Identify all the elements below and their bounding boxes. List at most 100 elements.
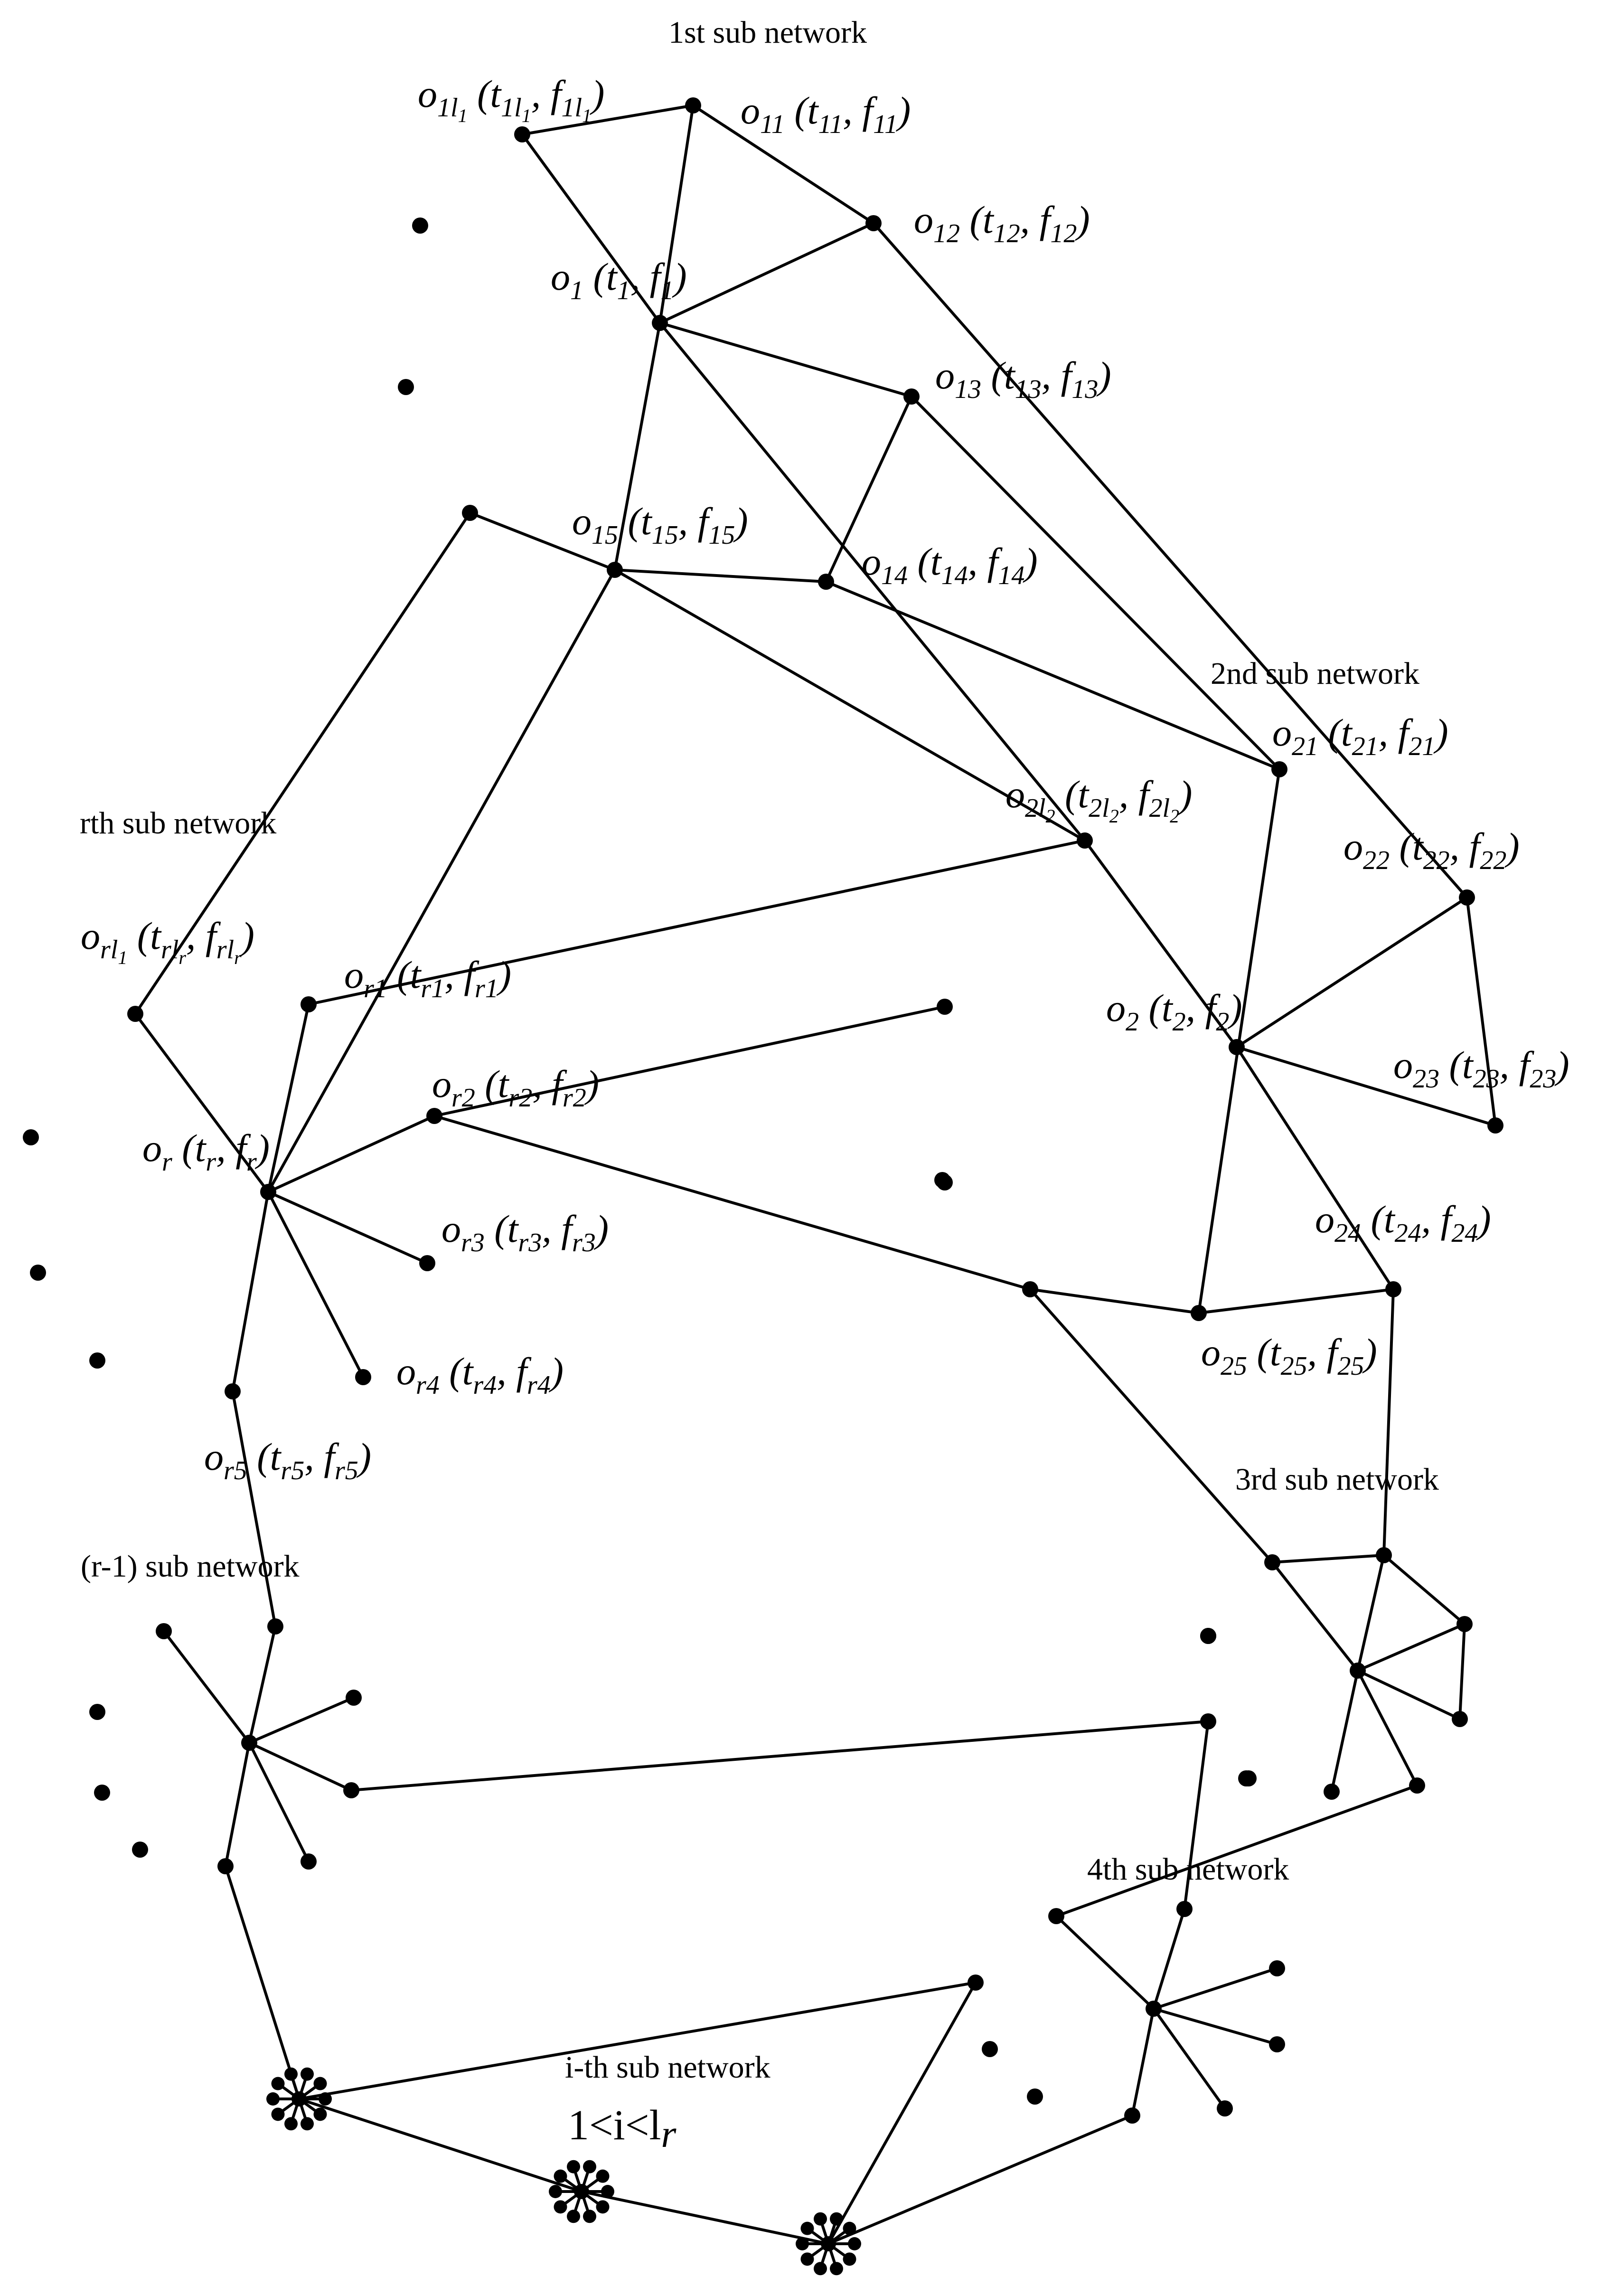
label-subsubscript: r xyxy=(179,947,186,968)
edge-o24-o25 xyxy=(1197,1288,1395,1314)
node-n11 xyxy=(1200,1713,1216,1729)
label-subscript: r2 xyxy=(508,1083,532,1113)
label-comma: , xyxy=(968,540,987,583)
node-or3 xyxy=(419,1255,435,1271)
label-symbol: t xyxy=(930,540,942,583)
label-subsubscript: 2 xyxy=(1170,805,1179,827)
node-l1 xyxy=(267,1618,283,1635)
label-subscript: 23 xyxy=(1473,1064,1500,1094)
label-paren: ( xyxy=(172,1126,197,1170)
label-subscript: rl xyxy=(216,935,234,964)
node-or1 xyxy=(301,996,317,1012)
edges xyxy=(134,104,1497,2245)
label-subscript: 12 xyxy=(1050,219,1077,248)
label-subscript: 1l xyxy=(562,93,583,123)
node-labels: o1l1 (t1l1, f1l1)o11 (t11, f11)o12 (t12,… xyxy=(81,72,1569,1485)
edge-o2-o24 xyxy=(1235,1046,1395,1291)
node-n7 xyxy=(1452,1711,1468,1727)
cluster-node xyxy=(549,2185,562,2198)
edge-cl2-cl3 xyxy=(580,2190,830,2245)
label-comma: , xyxy=(444,953,464,996)
label-subscript: 22 xyxy=(1363,846,1390,875)
label-paren: ( xyxy=(127,914,152,957)
label-subscript: r3 xyxy=(461,1228,485,1257)
cluster-node xyxy=(800,2252,814,2266)
node-iso2 xyxy=(398,379,414,395)
edge-o22-o2 xyxy=(1235,896,1468,1049)
node-o1 xyxy=(652,315,668,331)
edge-n1170-n3 xyxy=(1029,1288,1274,1564)
label-paren: ( xyxy=(440,1350,465,1393)
title-4th-sub-network: 4th sub network xyxy=(1087,1852,1289,1887)
label-comma: , xyxy=(678,500,698,543)
title-3rd-sub-network: 3rd sub network xyxy=(1235,1462,1439,1497)
edge-or-or2 xyxy=(267,1115,436,1193)
label-subsubscript: 1 xyxy=(458,105,468,126)
edge-or-or4 xyxy=(267,1191,365,1379)
cluster-node xyxy=(567,2210,581,2223)
label-subscript: 2l xyxy=(1149,794,1170,823)
label-subscript: 13 xyxy=(1015,375,1042,404)
label-subscript: r1 xyxy=(421,974,444,1003)
node-iso1 xyxy=(412,217,428,234)
node-label-orlr: orl1 (trlr, frlr) xyxy=(81,914,254,968)
label-paren: ( xyxy=(247,1435,272,1478)
label-subscript: 2 xyxy=(1126,1007,1139,1037)
edge-l4-l6 xyxy=(248,1741,310,1863)
label-paren: ( xyxy=(618,500,643,543)
label-symbol: t xyxy=(1162,986,1174,1030)
label-subscript: 22 xyxy=(1480,846,1506,875)
label-subsubscript: r xyxy=(234,947,242,968)
edge-i3-i5 xyxy=(1152,2007,1278,2046)
cluster-node xyxy=(583,2160,596,2173)
label-paren: ) xyxy=(1433,711,1448,754)
label-subscript: 15 xyxy=(652,520,678,550)
node-iso3 xyxy=(23,1129,39,1145)
node-iso5 xyxy=(89,1352,105,1369)
edge-i3-i4 xyxy=(1152,1967,1278,2010)
node-n4 xyxy=(1376,1547,1392,1563)
label-paren: ) xyxy=(1476,1198,1491,1241)
label-symbol: t xyxy=(983,198,995,241)
edge-i2-i3 xyxy=(1152,1908,1186,2010)
edge-n3-n4 xyxy=(1271,1554,1385,1564)
label-subscript: 11 xyxy=(818,110,843,139)
node-or2 xyxy=(426,1108,442,1124)
node-or4 xyxy=(355,1369,371,1385)
ith-condition-subscript: r xyxy=(661,2112,677,2155)
label-paren: ) xyxy=(1075,198,1090,241)
label-subscript: 13 xyxy=(955,375,981,404)
label-comma: , xyxy=(1421,1198,1441,1241)
node-label-o23: o23 (t23, f23) xyxy=(1393,1043,1569,1094)
label-subscript: r xyxy=(246,1147,257,1177)
label-subscript: 24 xyxy=(1334,1219,1361,1248)
node-label-or1: or1 (tr1, fr1) xyxy=(344,953,511,1003)
node-label-o1: o1 (t1, f1) xyxy=(551,255,687,305)
edge-n9-i1 xyxy=(1055,1784,1419,1918)
edge-n6-n7 xyxy=(1356,1669,1461,1720)
label-paren: ( xyxy=(981,354,1006,397)
node-iso8 xyxy=(94,1785,110,1801)
label-subscript: rl xyxy=(161,935,179,964)
label-symbol: o xyxy=(551,255,570,298)
edge-n11-i2 xyxy=(1183,1720,1210,1910)
edge-cl1-i8 xyxy=(298,1981,977,2100)
edge-n4-n5 xyxy=(1382,1554,1466,1625)
label-subscript: 1l xyxy=(437,93,458,123)
edge-o14-o21 xyxy=(825,580,1281,771)
edge-i1-i3 xyxy=(1055,1915,1155,2010)
label-subsubscript: 1 xyxy=(118,947,127,968)
edge-l4-l5 xyxy=(248,1741,353,1792)
edge-o12-o22 xyxy=(872,222,1468,899)
node-label-or2: or2 (tr2, fr2) xyxy=(432,1062,599,1113)
label-paren: ( xyxy=(1139,986,1164,1030)
cluster-node xyxy=(300,2117,314,2131)
label-subscript: 1l xyxy=(501,93,522,123)
label-symbol: o xyxy=(741,89,760,132)
node-l6 xyxy=(301,1853,317,1870)
node-iso9 xyxy=(132,1842,148,1858)
label-paren: ) xyxy=(1362,1331,1377,1374)
edge-i8-cl3 xyxy=(827,1981,977,2245)
title-ith-sub-network: i-th sub network xyxy=(565,2050,770,2085)
